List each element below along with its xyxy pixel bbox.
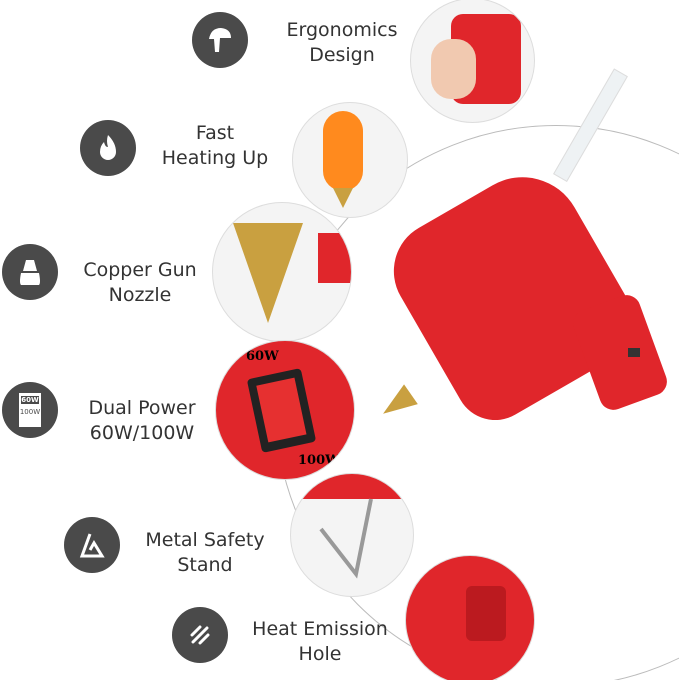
nozzle-icon bbox=[2, 244, 58, 300]
nozzle-photo bbox=[212, 202, 352, 342]
stand-photo bbox=[290, 473, 414, 597]
vent-icon bbox=[172, 607, 228, 663]
power-switch-icon: 60W 100W bbox=[2, 382, 58, 438]
switch-photo: 60W 100W bbox=[215, 340, 355, 480]
ergonomics-photo bbox=[410, 0, 535, 123]
power-switch bbox=[628, 348, 640, 357]
icon-60w: 60W bbox=[21, 396, 39, 404]
switch-100w-label: 100W bbox=[298, 453, 340, 468]
icon-100w: 100W bbox=[19, 408, 41, 416]
flame-icon bbox=[80, 120, 136, 176]
stand-icon bbox=[64, 517, 120, 573]
heating-photo bbox=[292, 102, 408, 218]
vent-photo bbox=[405, 555, 535, 680]
switch-60w-label: 60W bbox=[246, 349, 279, 364]
hand-grip-icon bbox=[192, 12, 248, 68]
